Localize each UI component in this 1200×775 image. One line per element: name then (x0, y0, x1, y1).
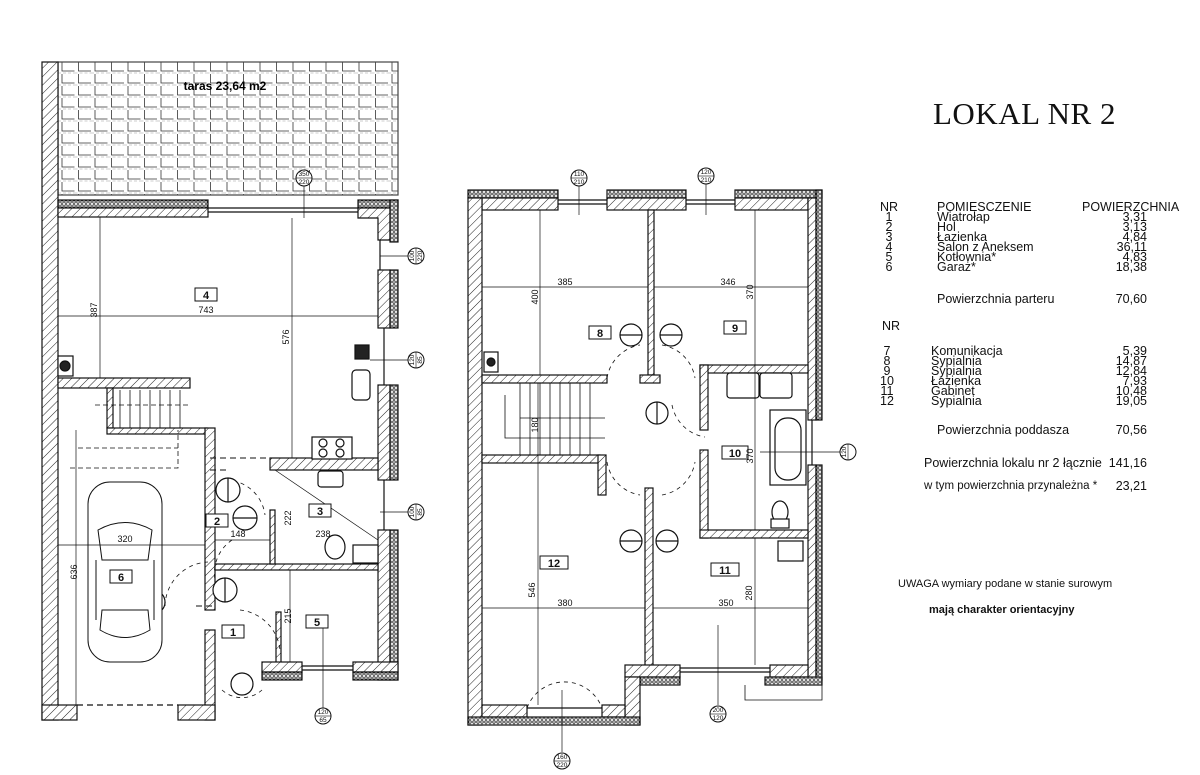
svg-text:3: 3 (317, 506, 323, 518)
room-label-9: 9 (723, 320, 747, 335)
svg-text:120: 120 (841, 446, 848, 457)
dim-label: 400 (530, 289, 540, 304)
room-label-5: 5 (305, 614, 329, 629)
svg-text:120: 120 (713, 715, 724, 722)
room-label-6: 6 (109, 569, 133, 584)
svg-text:120: 120 (318, 709, 329, 716)
dim-label: 238 (315, 529, 330, 539)
svg-text:160: 160 (557, 754, 568, 761)
svg-text:1: 1 (230, 627, 236, 639)
dim-label: 180 (530, 417, 540, 432)
dim-label: 346 (720, 277, 735, 287)
svg-text:4: 4 (203, 290, 210, 302)
entry-door-tag (230, 672, 254, 696)
ground-floor-plan (41, 61, 408, 721)
svg-text:8: 8 (597, 328, 603, 340)
dim-label: 320 (117, 534, 132, 544)
svg-text:100: 100 (409, 250, 416, 261)
note-orientative: mają charakter orientacyjny (929, 604, 1075, 616)
dim-label: 370 (745, 448, 755, 463)
dim-label: 215 (283, 608, 293, 623)
svg-text:200: 200 (713, 707, 724, 714)
room-label-2: 2 (205, 513, 229, 528)
col-header-nr: NR (880, 200, 899, 214)
room-label-4: 4 (194, 287, 218, 302)
svg-text:85: 85 (417, 508, 424, 516)
room-label-10: 10 (721, 445, 749, 460)
svg-text:2: 2 (214, 516, 220, 528)
room-label-1: 1 (221, 624, 245, 639)
svg-text:10: 10 (729, 448, 741, 460)
col-header-area: POWIERZCHNIA (1082, 200, 1180, 214)
svg-text:65: 65 (319, 717, 327, 724)
dim-label: 387 (89, 302, 99, 317)
svg-text:220: 220 (557, 762, 568, 769)
svg-text:5: 5 (314, 617, 320, 629)
room-label-12: 12 (539, 555, 569, 570)
room-label-3: 3 (308, 503, 332, 518)
svg-text:6: 6 (118, 572, 124, 584)
dim-label: 576 (281, 329, 291, 344)
svg-text:220: 220 (299, 179, 310, 186)
room-label-8: 8 (588, 325, 612, 340)
dim-label: 148 (230, 529, 245, 539)
svg-text:12: 12 (548, 558, 560, 570)
dim-label: 380 (557, 598, 572, 608)
dim-label: 743 (198, 305, 213, 315)
col-header-room: POMIESCZENIE (937, 200, 1032, 214)
svg-text:11: 11 (719, 565, 731, 577)
page-title: LOKAL NR 2 (933, 96, 1116, 131)
note-dimensions: UWAGA wymiary podane w stanie surowym (898, 578, 1113, 590)
svg-text:350: 350 (299, 171, 310, 178)
dim-label: 350 (718, 598, 733, 608)
window-tag: 120 (839, 443, 857, 461)
svg-text:210: 210 (701, 177, 712, 184)
svg-text:85: 85 (417, 356, 424, 364)
dim-label: 370 (745, 284, 755, 299)
svg-text:110: 110 (574, 171, 585, 178)
upper-floor-plan (467, 183, 840, 752)
svg-text:100: 100 (409, 506, 416, 517)
col-header-nr-2: NR (882, 319, 901, 333)
room-label-11: 11 (710, 562, 740, 577)
svg-text:9: 9 (732, 323, 738, 335)
dim-label: 385 (557, 277, 572, 287)
dim-label: 546 (527, 582, 537, 597)
dim-label: 280 (744, 585, 754, 600)
terrace (57, 61, 399, 196)
terrace-label: taras 23,64 m2 (184, 79, 267, 93)
svg-text:120: 120 (701, 169, 712, 176)
svg-text:120: 120 (409, 354, 416, 365)
svg-text:220: 220 (417, 250, 424, 261)
dim-label: 636 (69, 564, 79, 579)
svg-text:210: 210 (574, 179, 585, 186)
dim-label: 222 (283, 510, 293, 525)
